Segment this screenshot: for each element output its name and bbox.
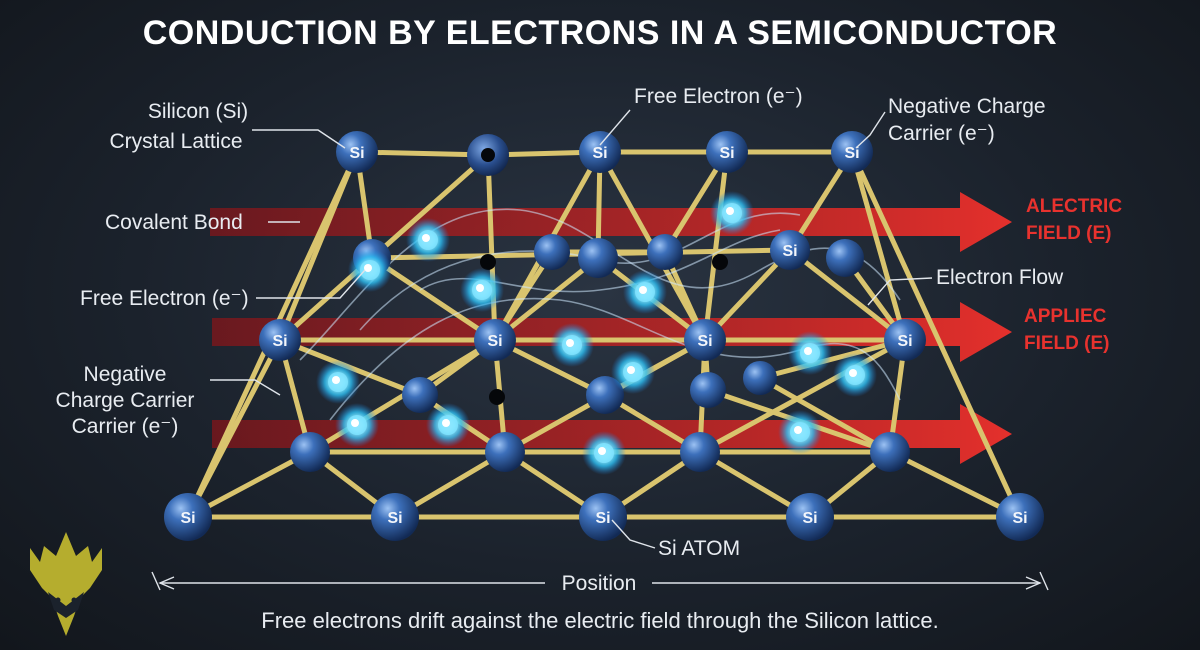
covalent-bond xyxy=(485,152,498,343)
si-atom: Si xyxy=(579,131,621,173)
covalent-bond xyxy=(185,337,283,520)
label-negative-charge-line1: Negative Charge xyxy=(888,95,1046,118)
si-atom: Si xyxy=(371,493,419,541)
si-atom: Si xyxy=(259,319,301,361)
si-atom-label: Si xyxy=(719,145,734,162)
si-atom-label: Si xyxy=(1012,510,1027,527)
si-atom: Si xyxy=(770,230,810,270)
covalent-bond xyxy=(787,247,908,343)
si-atom-label: Si xyxy=(897,333,912,350)
si-atom-label: Si xyxy=(592,145,607,162)
si-atom xyxy=(826,239,864,277)
label-silicon-lattice-line2: Crystal Lattice xyxy=(109,130,242,153)
label-negative-carrier-line3: Carrier (e⁻) xyxy=(72,415,179,438)
label-electric-field-line2: FIELD (E) xyxy=(1026,223,1112,244)
covalent-bond xyxy=(849,149,908,343)
label-applied-field-line1: APPLIEC xyxy=(1024,306,1107,327)
label-si-atom: Si ATOM xyxy=(658,537,740,560)
label-negative-carrier-line1: Negative xyxy=(84,363,167,386)
si-atom-label: Si xyxy=(272,333,287,350)
field-arrow-top xyxy=(210,192,1012,252)
covalent-bond xyxy=(369,152,491,261)
si-atom xyxy=(586,376,624,414)
label-negative-carrier-line2: Charge Carrier xyxy=(56,389,195,412)
covalent-bond xyxy=(697,337,908,455)
si-atom: Si xyxy=(164,493,212,541)
si-atom: Si xyxy=(786,493,834,541)
covalent-bond xyxy=(702,149,730,343)
free-electron xyxy=(335,403,379,447)
free-electron xyxy=(406,218,450,262)
caption: Free electrons drift against the electri… xyxy=(261,608,939,633)
si-atom: Si xyxy=(474,319,516,361)
si-atom xyxy=(690,372,726,408)
si-atom: Si xyxy=(336,131,378,173)
free-electron xyxy=(550,323,594,367)
si-atom xyxy=(290,432,330,472)
si-atom-label: Si xyxy=(802,510,817,527)
label-electric-field-line1: ALECTRIC xyxy=(1026,196,1122,217)
si-atom xyxy=(402,377,438,413)
si-atom-label: Si xyxy=(349,145,364,162)
covalent-bond xyxy=(369,255,498,343)
si-atom xyxy=(870,432,910,472)
label-free-electron-top: Free Electron (e⁻) xyxy=(634,85,803,108)
free-electrons xyxy=(316,191,877,475)
deer-antler-logo xyxy=(30,532,102,636)
si-atom xyxy=(647,234,683,270)
si-atom-label: Si xyxy=(595,510,610,527)
position-axis xyxy=(151,571,1049,591)
si-atom-label: Si xyxy=(387,510,402,527)
covalent-bond xyxy=(354,149,491,158)
si-atom xyxy=(578,238,618,278)
label-silicon-lattice-line1: Silicon (Si) xyxy=(148,100,248,123)
covalent-bond xyxy=(277,149,360,343)
si-atom xyxy=(743,361,777,395)
si-atom xyxy=(534,234,570,270)
label-applied-field-line2: FIELD (E) xyxy=(1024,333,1110,354)
leader-lines xyxy=(210,109,933,549)
label-covalent-bond: Covalent Bond xyxy=(105,211,243,234)
free-electron xyxy=(460,268,504,312)
free-electron xyxy=(833,353,877,397)
si-atom xyxy=(680,432,720,472)
hole-marker xyxy=(712,254,728,270)
hole-marker xyxy=(489,389,505,405)
covalent-bond xyxy=(757,375,893,455)
position-axis-label: Position xyxy=(562,572,637,595)
free-electron xyxy=(778,410,822,454)
si-atom: Si xyxy=(996,493,1044,541)
si-atom-label: Si xyxy=(697,333,712,350)
si-atom-label: Si xyxy=(782,243,797,260)
free-electron xyxy=(426,403,470,447)
free-electron xyxy=(316,360,360,404)
free-electron xyxy=(582,431,626,475)
free-electron xyxy=(611,350,655,394)
free-electron xyxy=(623,270,667,314)
si-atom xyxy=(467,134,509,176)
free-electron xyxy=(710,191,754,235)
field-arrow-middle xyxy=(212,302,1012,362)
si-atom xyxy=(485,432,525,472)
si-atom-label: Si xyxy=(487,333,502,350)
si-atom: Si xyxy=(706,131,748,173)
diagram-title: CONDUCTION BY ELECTRONS IN A SEMICONDUCT… xyxy=(142,14,1058,52)
si-atom: Si xyxy=(684,319,726,361)
free-electron xyxy=(788,331,832,375)
covalent-bond xyxy=(849,149,1023,520)
covalent-bond xyxy=(757,337,908,381)
covalent-bond xyxy=(887,449,1023,520)
hole-marker xyxy=(481,148,495,162)
label-electron-flow: Electron Flow xyxy=(936,266,1064,289)
hole-marker xyxy=(480,254,496,270)
label-negative-charge-line2: Carrier (e⁻) xyxy=(888,122,995,145)
si-atom: Si xyxy=(579,493,627,541)
label-free-electron-left: Free Electron (e⁻) xyxy=(80,287,249,310)
si-atom-label: Si xyxy=(844,145,859,162)
si-atom-label: Si xyxy=(180,510,195,527)
si-atom: Si xyxy=(884,319,926,361)
free-electron xyxy=(348,248,392,292)
